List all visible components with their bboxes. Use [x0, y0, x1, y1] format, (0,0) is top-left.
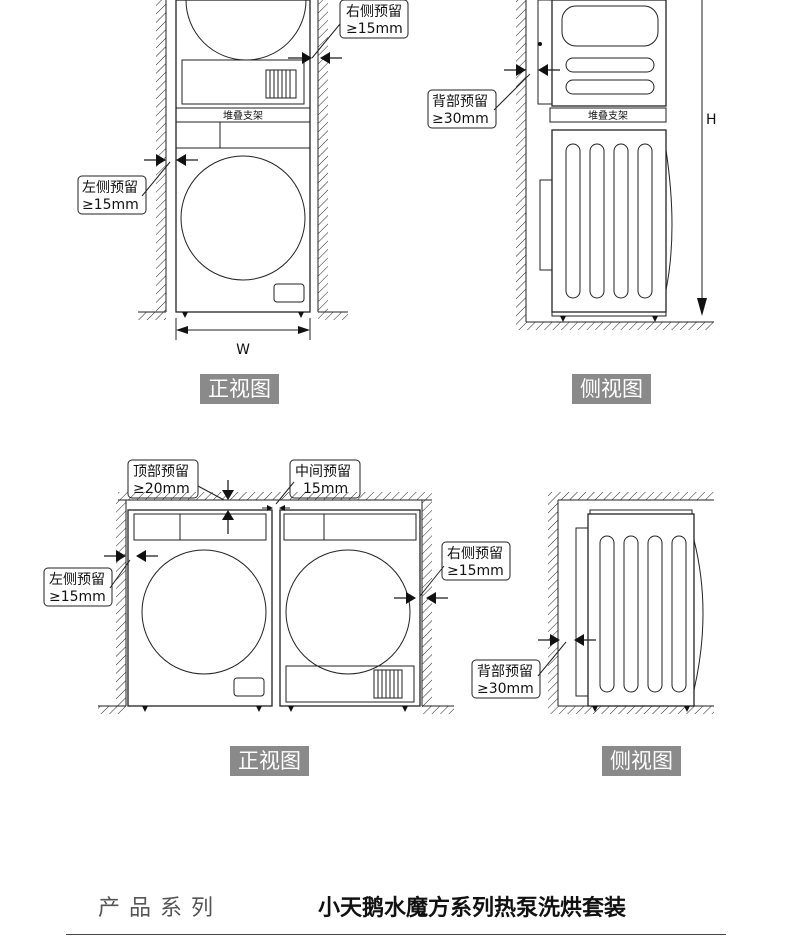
left-gap-arrow-icon [144, 154, 198, 166]
top-gap-title: 顶部预留 [133, 464, 189, 480]
bottom-right-gap-value: ≥15mm [447, 563, 504, 579]
bottom-side-view-title: 侧视图 [602, 746, 681, 776]
product-name: 小天鹅水魔方系列热泵洗烘套装 [318, 896, 627, 921]
ceiling [118, 492, 432, 500]
top-side-view-title: 侧视图 [572, 374, 651, 404]
washer-door-circle-front [141, 549, 267, 675]
left-gap-value: ≥15mm [82, 197, 139, 213]
right-gap-arrow-icon [288, 52, 342, 64]
bottom-right-gap-callout [441, 541, 511, 581]
top-gap-value: ≥20mm [133, 481, 190, 497]
footer-divider [66, 934, 726, 935]
top-front-view: 堆叠支架 W 右侧预留 ≥15mm [77, 0, 409, 358]
right-gap-title: 右侧预留 [346, 4, 402, 20]
middle-gap-title: 中间预留 [295, 464, 351, 480]
back-gap-title: 背部预留 [432, 94, 488, 110]
top-gap-arrow-icon [222, 480, 234, 534]
height-dimension-label: H [706, 112, 717, 128]
side-stack-bracket [549, 107, 667, 123]
middle-gap-callout [289, 459, 361, 499]
side-appliance-body [587, 513, 695, 707]
right-gap-callout [339, 0, 409, 39]
vent-grille-icon [265, 69, 297, 99]
middle-gap-arrow-icon [262, 505, 290, 511]
bottom-left-gap-arrow-icon [104, 550, 158, 562]
bottom-right-gap-arrow-icon [394, 592, 448, 604]
bottom-front-view: 顶部预留 ≥20mm 中间预留 15mm 右侧预留 ≥15mm [43, 459, 511, 714]
dryer-body [279, 509, 421, 707]
bottom-back-gap-value: ≥30mm [477, 681, 534, 697]
left-wall [156, 0, 166, 312]
bottom-left-gap-callout [43, 567, 113, 607]
bottom-back-gap-title: 背部预留 [477, 664, 533, 680]
bottom-left-gap-value: ≥15mm [49, 589, 106, 605]
bottom-left-gap-title: 左侧预留 [49, 572, 105, 588]
middle-gap-value: 15mm [303, 481, 348, 497]
bottom-front-view-title: 正视图 [230, 746, 309, 776]
washer-body [127, 509, 273, 707]
left-gap-title: 左侧预留 [82, 180, 138, 196]
side-stack-bracket-label: 堆叠支架 [588, 110, 628, 122]
back-gap-arrow-icon [504, 64, 560, 76]
top-side-view: 堆叠支架 H 背部预留 ≥30mm [427, 0, 717, 330]
stack-bracket [175, 107, 311, 123]
back-gap-callout [427, 89, 497, 129]
dryer-door-circle [185, 0, 307, 61]
washer-door-circle [180, 155, 306, 281]
dryer-vent-icon [373, 669, 403, 699]
series-label: 产品系列 [98, 896, 223, 921]
right-gap-value: ≥15mm [346, 21, 403, 37]
floor [516, 322, 714, 330]
right-wall [318, 0, 328, 312]
width-dimension-label: W [236, 342, 250, 358]
filter-cover [273, 283, 305, 303]
stacked-appliance [175, 0, 311, 313]
bottom-back-gap-arrow-icon [538, 634, 596, 646]
top-front-view-title: 正视图 [200, 374, 279, 404]
bottom-right-gap-title: 右侧预留 [447, 546, 503, 562]
bottom-back-gap-callout [471, 659, 541, 699]
top-gap-callout [127, 459, 199, 499]
back-wall [516, 0, 526, 322]
dryer-door-circle-front [285, 549, 411, 675]
stack-bracket-label: 堆叠支架 [223, 110, 263, 122]
back-gap-value: ≥30mm [432, 111, 489, 127]
left-gap-callout [77, 175, 147, 215]
bottom-side-view: 背部预留 ≥30mm [471, 492, 714, 714]
